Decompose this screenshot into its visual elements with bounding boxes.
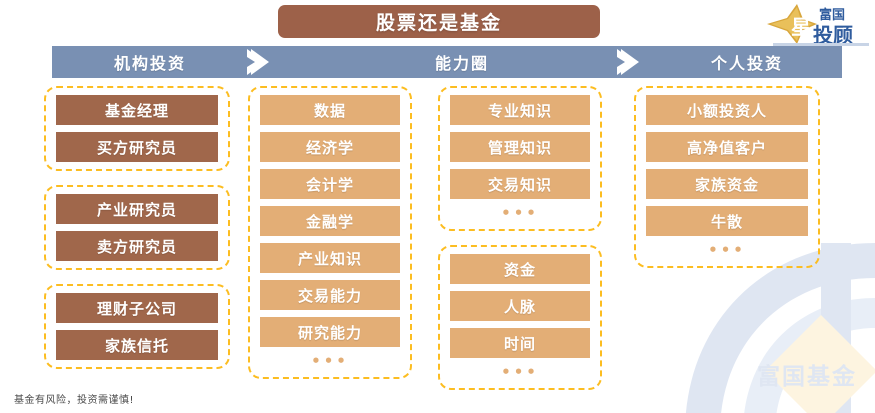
chip-group: 理财子公司 家族信托 (44, 284, 230, 369)
chip[interactable]: 管理知识 (450, 132, 590, 162)
chip[interactable]: 卖方研究员 (56, 231, 218, 261)
chip-group: 基金经理 买方研究员 (44, 86, 230, 171)
chip[interactable]: 基金经理 (56, 95, 218, 125)
chip[interactable]: 家族信托 (56, 330, 218, 360)
chip[interactable]: 经济学 (260, 132, 400, 162)
chip[interactable]: 产业知识 (260, 243, 400, 273)
ellipsis-indicator: ••• (501, 363, 539, 381)
chip[interactable]: 时间 (450, 328, 590, 358)
chip[interactable]: 理财子公司 (56, 293, 218, 323)
ellipsis-indicator: ••• (311, 352, 349, 370)
chip[interactable]: 金融学 (260, 206, 400, 236)
chip[interactable]: 小额投资人 (646, 95, 808, 125)
ellipsis-indicator: ••• (708, 241, 746, 259)
chevron-right-icon (247, 46, 281, 78)
chip[interactable]: 高净值客户 (646, 132, 808, 162)
chip[interactable]: 交易知识 (450, 169, 590, 199)
svg-text:富国: 富国 (819, 7, 845, 23)
section-header-band: 机构投资 能力圈 个人投资 (52, 46, 842, 78)
chip[interactable]: 牛散 (646, 206, 808, 236)
brand-logo-icon: 星 富国 投顾 (761, 2, 869, 47)
chip[interactable]: 家族资金 (646, 169, 808, 199)
chip[interactable]: 产业研究员 (56, 194, 218, 224)
content-columns: 基金经理 买方研究员 产业研究员 卖方研究员 理财子公司 家族信托 数据 经济学… (40, 86, 840, 396)
chip-group: 数据 经济学 会计学 金融学 产业知识 交易能力 研究能力 ••• (248, 86, 412, 379)
chip-group: 资金 人脉 时间 ••• (438, 245, 602, 390)
competence-resource-column: 专业知识 管理知识 交易知识 ••• 资金 人脉 时间 ••• (438, 86, 602, 404)
section-label-individual: 个人投资 (710, 54, 783, 73)
disclaimer-text: 基金有风险，投资需谨慎! (14, 395, 135, 406)
chip-group: 产业研究员 卖方研究员 (44, 185, 230, 270)
chip[interactable]: 研究能力 (260, 317, 400, 347)
chip[interactable]: 数据 (260, 95, 400, 125)
competence-knowledge-column: 数据 经济学 会计学 金融学 产业知识 交易能力 研究能力 ••• (248, 86, 412, 393)
institutional-column: 基金经理 买方研究员 产业研究员 卖方研究员 理财子公司 家族信托 (44, 86, 230, 383)
section-label-institutional: 机构投资 (113, 54, 186, 73)
chip[interactable]: 专业知识 (450, 95, 590, 125)
chip[interactable]: 交易能力 (260, 280, 400, 310)
ellipsis-indicator: ••• (501, 204, 539, 222)
chip-group: 小额投资人 高净值客户 家族资金 牛散 ••• (634, 86, 820, 268)
chip[interactable]: 买方研究员 (56, 132, 218, 162)
page-title: 股票还是基金 (278, 5, 600, 38)
chip[interactable]: 资金 (450, 254, 590, 284)
chip-group: 专业知识 管理知识 交易知识 ••• (438, 86, 602, 231)
chevron-right-icon (617, 46, 651, 78)
section-label-competence: 能力圈 (434, 54, 489, 73)
logo-underline (773, 43, 869, 46)
svg-text:星: 星 (791, 15, 811, 39)
individual-column: 小额投资人 高净值客户 家族资金 牛散 ••• (634, 86, 820, 282)
chip[interactable]: 人脉 (450, 291, 590, 321)
band-background (52, 46, 842, 78)
watermark-text: 富国基金 (757, 364, 857, 390)
chip[interactable]: 会计学 (260, 169, 400, 199)
